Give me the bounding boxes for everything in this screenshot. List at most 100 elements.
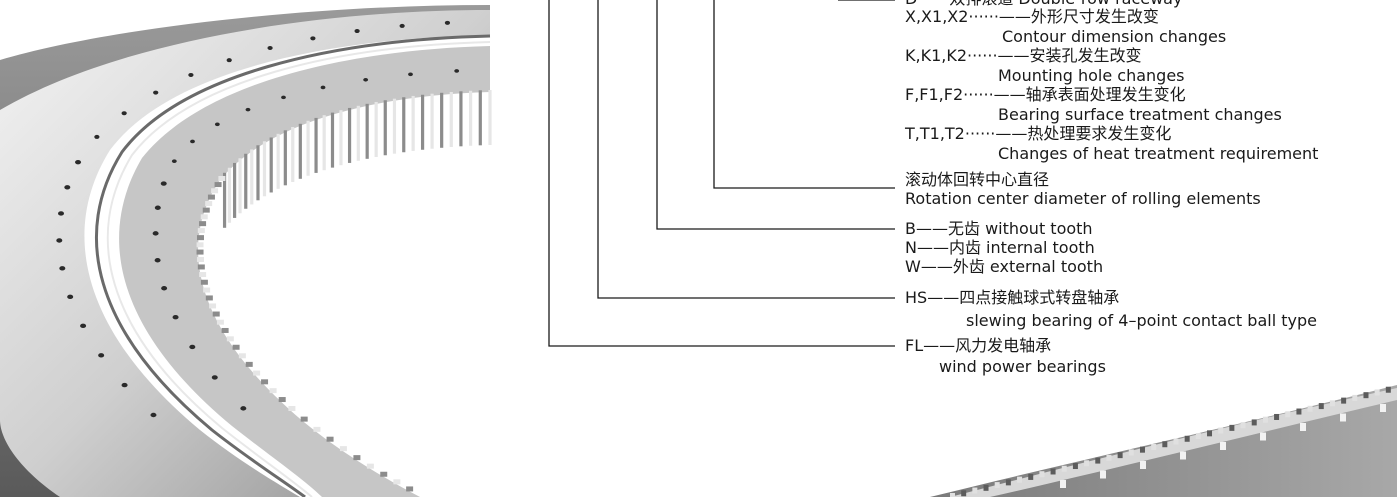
- gear-tooth: [356, 105, 360, 161]
- gear-tooth: [1374, 389, 1380, 396]
- gear-tooth: [313, 426, 321, 432]
- gear-tooth: [253, 370, 261, 376]
- gear-tooth: [196, 242, 204, 248]
- inner-bolt-hole: [154, 258, 161, 263]
- outer-bolt-hole: [1100, 470, 1106, 479]
- gear-tooth: [197, 264, 205, 270]
- gear-tooth: [353, 455, 361, 461]
- outer-bolt-hole: [153, 90, 159, 95]
- label-without-tooth: B——无齿 without tooth: [905, 219, 1093, 238]
- gear-tooth: [1106, 454, 1112, 461]
- inner-bolt-hole: [363, 77, 369, 82]
- gear-tooth: [392, 98, 397, 154]
- inner-bolt-hole: [214, 122, 220, 127]
- gear-tooth: [994, 482, 1000, 489]
- outer-bolt-hole: [1300, 423, 1306, 431]
- inner-bolt-hole: [154, 205, 161, 210]
- gear-tooth: [269, 388, 277, 394]
- gear-tooth: [207, 194, 215, 200]
- outer-bolt-hole: [1340, 413, 1346, 422]
- gear-tooth: [402, 97, 406, 153]
- outer-bolt-hole: [56, 238, 63, 243]
- gear-tooth: [1363, 392, 1369, 399]
- gear-tooth: [1218, 427, 1224, 434]
- gear-tooth: [222, 172, 227, 228]
- outer-bolt-hole: [58, 211, 65, 216]
- inner-bolt-hole: [240, 406, 247, 411]
- gear-tooth: [1262, 416, 1268, 423]
- gear-tooth: [1151, 443, 1157, 450]
- inner-bolt-hole: [211, 375, 218, 380]
- outer-bolt-hole: [121, 111, 127, 116]
- inner-bolt-hole: [172, 315, 179, 320]
- gear-tooth: [1050, 468, 1056, 475]
- gear-tooth: [245, 361, 253, 367]
- inner-bolt-hole: [152, 231, 159, 236]
- gear-tooth: [469, 90, 473, 146]
- outer-bolt-hole: [75, 159, 82, 165]
- gear-tooth: [383, 100, 387, 156]
- gear-tooth: [1285, 411, 1291, 418]
- label-contour-code: X,X1,X2······——外形尺寸发生改变: [905, 7, 1159, 26]
- gear-tooth: [205, 295, 213, 301]
- gear-tooth: [1251, 419, 1257, 426]
- outer-bolt-hole: [98, 353, 105, 358]
- outer-bolt-hole: [59, 266, 66, 271]
- label-hs-cn: HS——四点接触球式转盘轴承: [905, 288, 1120, 307]
- outer-bolt-hole: [1260, 432, 1266, 441]
- gear-tooth: [269, 137, 273, 193]
- gear-tooth: [440, 92, 444, 148]
- leader-line-rotation: [713, 0, 895, 189]
- gear-tooth: [1128, 449, 1134, 456]
- outer-bolt-hole: [94, 134, 100, 139]
- inner-bolt-hole: [281, 95, 286, 100]
- gear-tooth: [238, 158, 242, 214]
- gear-tooth: [196, 249, 204, 255]
- outer-bolt-hole: [1380, 404, 1386, 412]
- inner-bolt-hole: [161, 286, 168, 291]
- gear-tooth: [1240, 422, 1246, 429]
- gear-tooth: [1184, 435, 1190, 442]
- gear-tooth: [1274, 413, 1280, 420]
- gear-tooth: [238, 353, 246, 359]
- gear-tooth: [1028, 473, 1034, 480]
- gear-tooth: [1117, 452, 1123, 459]
- gear-tooth: [1072, 463, 1078, 470]
- gear-tooth: [449, 91, 453, 147]
- gear-tooth: [211, 188, 219, 194]
- outer-bolt-hole: [80, 323, 87, 329]
- gear-tooth: [262, 141, 267, 197]
- outer-bolt-hole: [67, 294, 74, 300]
- inner-ring-face: [119, 46, 491, 497]
- gear-tooth: [1307, 405, 1313, 412]
- gear-tooth: [200, 279, 208, 285]
- outer-bolt-hole: [267, 45, 273, 50]
- gear-tooth: [380, 471, 388, 477]
- gear-tooth: [1084, 460, 1090, 467]
- gear-tooth: [1061, 465, 1067, 472]
- gear-tooth: [196, 256, 204, 262]
- inner-bolt-hole: [160, 181, 167, 186]
- right-ring-segment: [930, 385, 1397, 497]
- outer-bolt-hole: [121, 382, 128, 388]
- gear-tooth: [1005, 479, 1011, 486]
- inner-bolt-hole: [320, 85, 326, 90]
- gear-tooth: [197, 228, 205, 234]
- outer-bolt-hole: [1220, 442, 1226, 450]
- gear-tooth: [330, 112, 335, 168]
- gear-tooth: [1095, 457, 1101, 464]
- outer-bolt-hole: [64, 185, 71, 190]
- gear-teeth: [196, 90, 492, 492]
- gear-tooth: [1017, 476, 1023, 483]
- gear-tooth: [1173, 438, 1179, 445]
- gear-tooth: [950, 493, 955, 497]
- gear-tooth: [488, 90, 492, 145]
- gear-tooth: [1207, 430, 1213, 437]
- gear-tooth: [365, 103, 369, 159]
- gear-tooth: [278, 397, 286, 403]
- label-fl-cn: FL——风力发电轴承: [905, 336, 1052, 355]
- gear-tooth: [200, 214, 208, 220]
- label-mounting-en: Mounting hole changes: [998, 66, 1185, 85]
- inner-bolt-hole: [245, 107, 251, 112]
- outer-bolt-hole: [354, 29, 360, 34]
